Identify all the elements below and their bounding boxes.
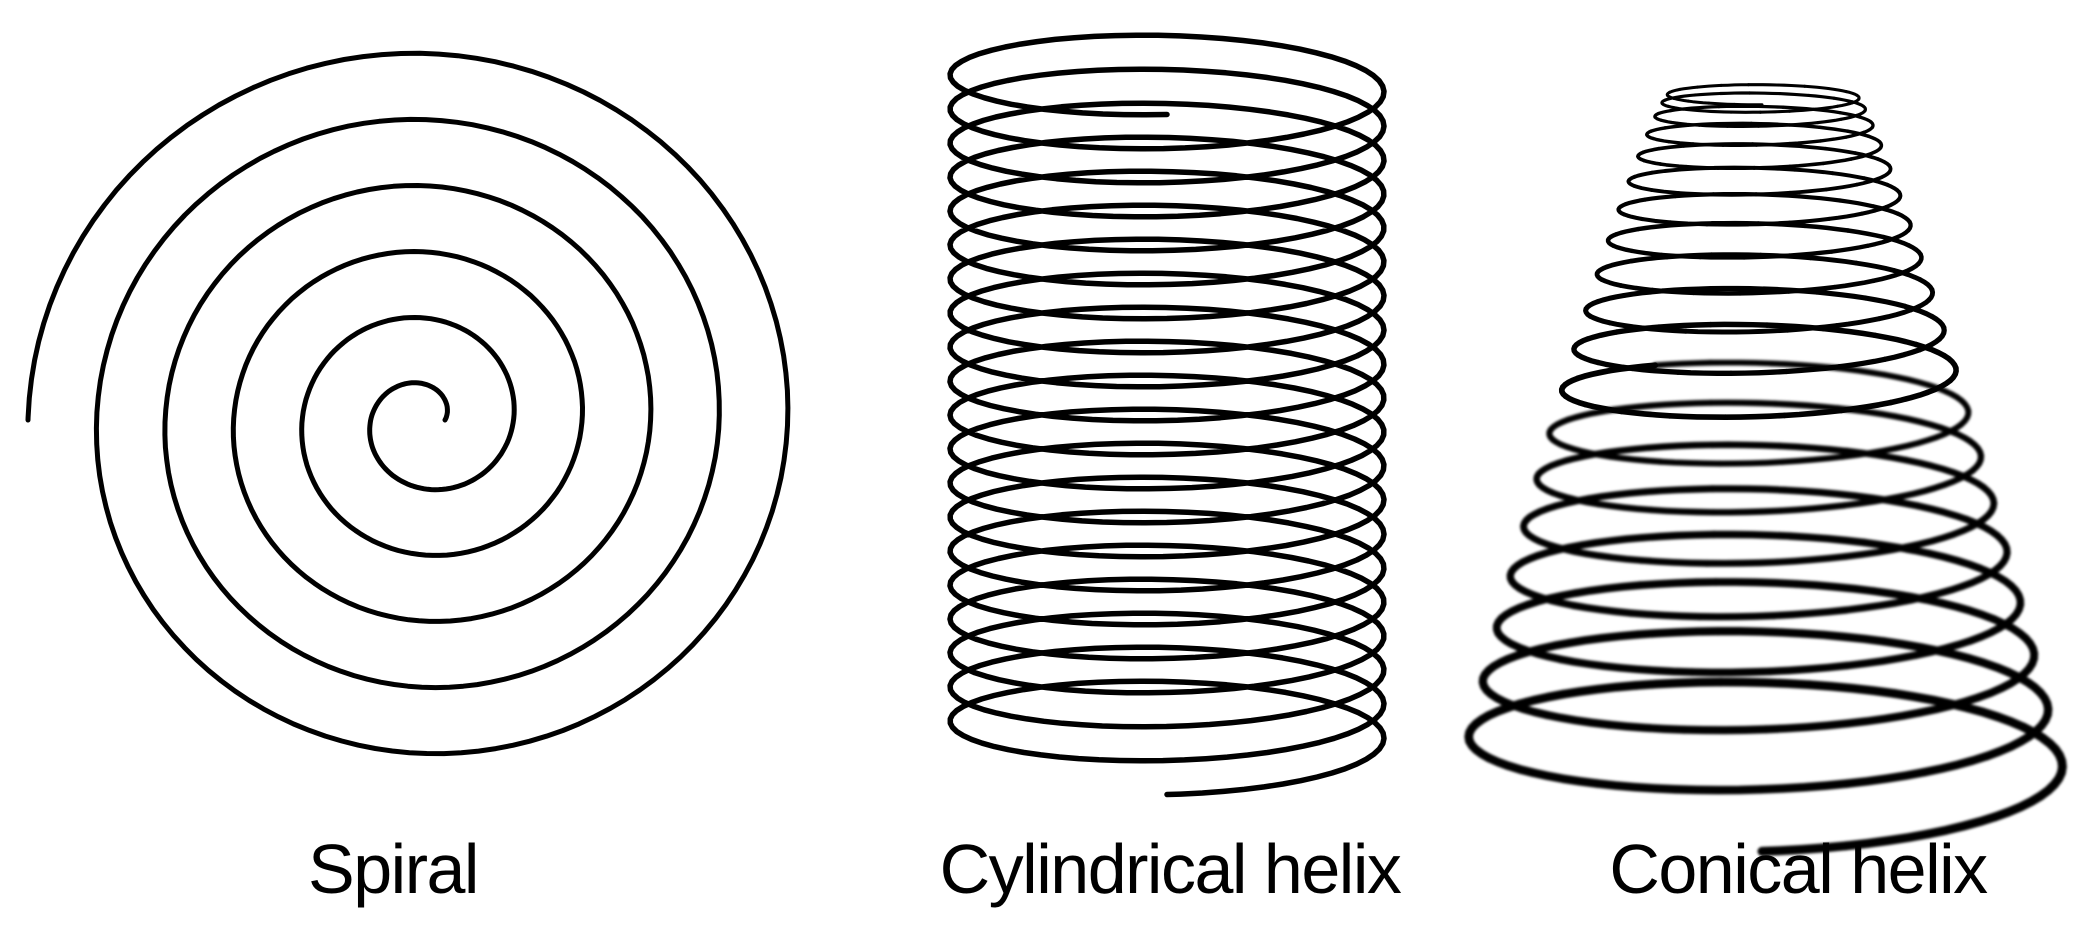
cylindrical-helix-figure: [947, 32, 1387, 798]
spiral-figure: [25, 50, 791, 757]
conical-helix-label: Conical helix: [1609, 830, 1988, 908]
spiral-label: Spiral: [308, 830, 479, 908]
conical-helix-figure: [1464, 83, 2067, 856]
cylindrical-helix-label: Cylindrical helix: [939, 830, 1402, 908]
